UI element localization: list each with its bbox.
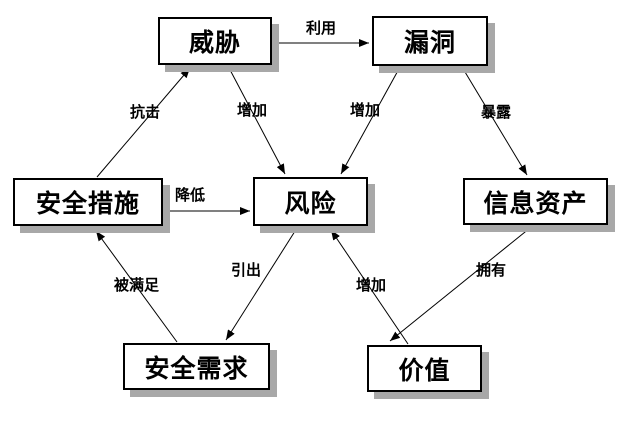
edge-label-expose: 暴露	[481, 103, 512, 121]
edge-vulnerability-exposes-information-assets	[461, 66, 528, 176]
node-threat-label: 威胁	[188, 28, 241, 57]
node-vulnerability: 漏洞	[372, 16, 488, 66]
node-information-assets: 信息资产	[463, 178, 608, 225]
edge-vulnerability-increases-risk	[340, 66, 401, 175]
edge-threat-increases-risk	[227, 65, 286, 175]
node-security-requirements-label: 安全需求	[144, 353, 249, 383]
edge-label-resist: 抗击	[130, 103, 161, 121]
edge-risk-leads-to-security-requirements	[225, 227, 298, 341]
edge-label-satisfied-by: 被满足	[114, 276, 160, 294]
node-security-measures-label: 安全措施	[35, 189, 140, 218]
edge-label-increase-from-threat: 增加	[237, 101, 268, 119]
edge-label-own: 拥有	[476, 261, 507, 279]
node-information-assets-label: 信息资产	[483, 188, 588, 218]
node-risk: 风险	[253, 177, 368, 226]
edge-security-measures-resist-threat	[96, 67, 191, 178]
node-security-requirements: 安全需求	[123, 343, 270, 390]
node-threat: 威胁	[158, 17, 272, 65]
node-value: 价值	[367, 345, 482, 392]
edge-label-reduce: 降低	[175, 186, 206, 204]
edge-information-assets-own-value	[389, 227, 531, 342]
edge-label-lead-to: 引出	[231, 261, 262, 279]
node-security-measures: 安全措施	[13, 178, 163, 226]
edge-label-increase-from-value: 增加	[356, 276, 387, 294]
node-vulnerability-label: 漏洞	[403, 28, 456, 57]
edge-label-exploit: 利用	[306, 19, 337, 37]
edge-label-increase-from-vulnerability: 增加	[350, 101, 381, 119]
edge-value-increases-risk	[330, 229, 409, 345]
node-value-label: 价值	[398, 355, 451, 385]
edge-security-requirements-satisfied-by-security-measures	[95, 230, 178, 343]
node-risk-label: 风险	[284, 188, 337, 218]
